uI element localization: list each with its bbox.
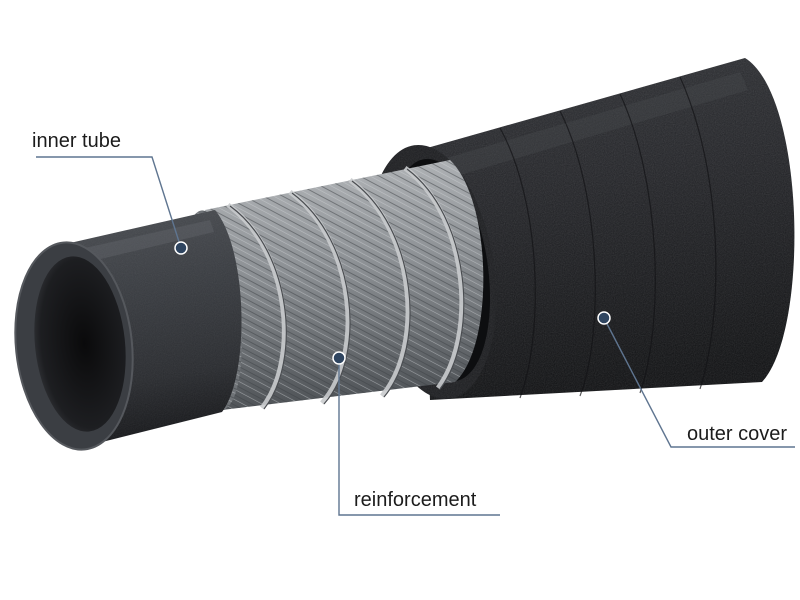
- leader-outer-cover: [597, 311, 795, 448]
- outer-cover-label: outer cover: [687, 423, 788, 445]
- reinforcement-label: reinforcement: [354, 489, 477, 511]
- leader-reinforcement: [332, 351, 500, 516]
- inner-tube-end: [14, 241, 134, 451]
- inner-tube-label: inner tube: [32, 130, 121, 152]
- leader-inner-tube: [36, 156, 188, 255]
- outer-cover: [420, 58, 795, 400]
